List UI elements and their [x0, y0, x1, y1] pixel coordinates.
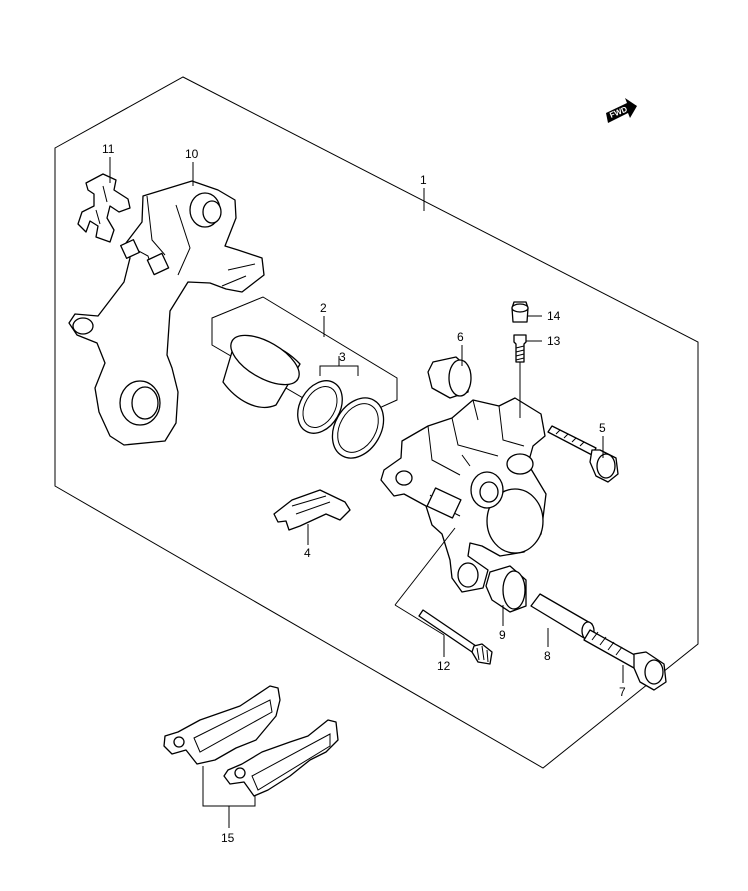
part-12-pad-pin [418, 609, 493, 665]
leader-lines [109, 157, 624, 828]
part-2-piston [222, 334, 301, 409]
callout-7: 7 [619, 685, 626, 699]
part-9-boot [485, 565, 527, 613]
part-10-caliper-bracket [68, 180, 265, 446]
callout-11: 11 [102, 142, 115, 156]
callout-6: 6 [457, 330, 464, 344]
callout-8: 8 [544, 649, 551, 663]
fwd-badge: FWD [606, 98, 637, 123]
part-5-guide-bolt [547, 425, 619, 483]
callout-5: 5 [599, 421, 606, 435]
part-1-caliper-body [380, 397, 547, 593]
part-13-bleeder-valve [513, 334, 527, 363]
assembly-outline [54, 76, 699, 769]
callout-4: 4 [304, 546, 311, 560]
callout-10: 10 [185, 147, 199, 161]
callout-1: 1 [420, 173, 427, 187]
callout-12: 12 [437, 659, 451, 673]
part-6-boot [427, 356, 472, 399]
callout-9: 9 [499, 628, 506, 642]
callout-13: 13 [547, 334, 561, 348]
part-15-brake-pads [163, 685, 339, 797]
part-8-sleeve [530, 593, 595, 641]
part-4-pad-spring [273, 489, 351, 531]
seal-kit-outline [211, 296, 398, 424]
part-14-bleeder-cap [511, 301, 529, 323]
part-3-seals [297, 380, 385, 459]
part-11-clip [77, 173, 131, 243]
callouts: 1 2 3 4 5 6 7 8 9 10 11 12 13 14 15 [102, 142, 626, 845]
forward-arrow-icon [606, 98, 637, 123]
part-7-guide-bolt [583, 629, 667, 691]
callout-3: 3 [339, 350, 346, 364]
callout-14: 14 [547, 309, 561, 323]
callout-15: 15 [221, 831, 235, 845]
callout-2: 2 [320, 301, 327, 315]
